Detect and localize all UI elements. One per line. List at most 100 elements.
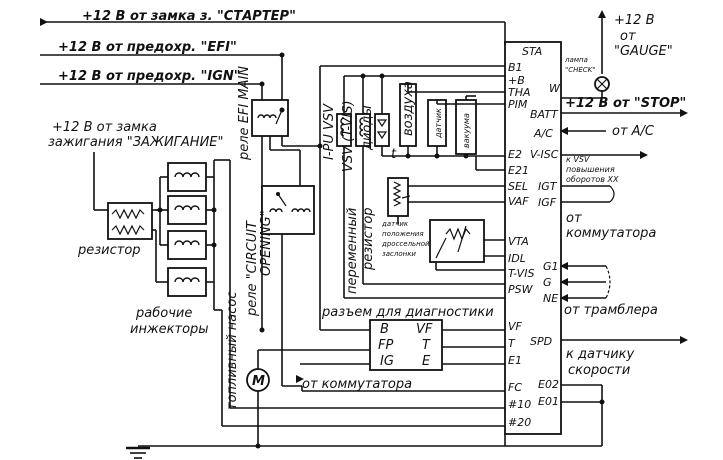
ecu-pin-10: #10 <box>508 398 531 411</box>
supply-ign-label: +12 В от предохр. "IGN" <box>58 69 241 84</box>
supply-lines: +12 В от замка з. "СТАРТЕР" +12 В от пре… <box>40 9 506 100</box>
var-resistor-label-2: резистор <box>361 207 376 271</box>
ecu-pin-ac: A/C <box>533 127 553 140</box>
right-signals: +12 В от "GAUGE" лампа "CHECK" +12 В от … <box>505 10 688 447</box>
injector-returns <box>214 160 505 427</box>
diodes-block <box>374 113 390 147</box>
ecu-pin-igf: IGF <box>538 196 557 209</box>
throttle-sensor: датчик положения дроссельной заслонки <box>381 219 505 271</box>
commutator-1-a: от <box>566 211 582 226</box>
relay-circuit-label-2: OPENING" <box>259 210 274 276</box>
injectors-label-1: рабочие <box>135 306 192 321</box>
temp-sensor-label: датчик <box>434 108 443 139</box>
diag-pin-fp: FP <box>378 338 393 353</box>
ecu-pins-left: STA B1 +B THA PIM E2 E21 SEL VAF VTA IDL… <box>508 45 542 429</box>
ecu-block <box>504 41 562 435</box>
diodes-label: диоды <box>360 105 375 151</box>
diag-pin-ig: IG <box>380 354 394 369</box>
ecu-pins-right: W BATT A/C V-ISC IGT IGF G1 G NE SPD E02… <box>530 82 561 408</box>
vsv-ipu-label: I-PU VSV <box>322 103 337 160</box>
vsv-signal-1: к VSV <box>566 155 590 164</box>
sensor-cluster: воздуха t датчик вакуума <box>382 81 505 171</box>
ecu-pin-e21: E21 <box>508 164 529 177</box>
ignition-label-1: +12 В от замка <box>52 120 157 135</box>
ecu-pin-tvis: T-VIS <box>508 267 534 280</box>
ecu-pin-b1: B1 <box>508 61 523 74</box>
air-sensor-label: воздуха <box>401 81 416 136</box>
ecu-pin-sta: STA <box>522 45 542 58</box>
ecu-pin-idl: IDL <box>508 252 526 265</box>
throttle-label-4: заслонки <box>382 250 416 258</box>
ecu-pin-ne: NE <box>543 292 558 305</box>
ecu-pin-pim: PIM <box>508 98 528 111</box>
ecu-pin-plus-b: +B <box>508 74 525 87</box>
ecu-pin-e2: E2 <box>508 148 522 161</box>
vsv-cluster: I-PU VSV VSV (T-VIS) диоды <box>322 75 505 299</box>
ignition-supply: +12 В от замка зажигания "ЗАЖИГАНИЕ" <box>48 120 224 211</box>
throttle-label-3: дроссельной <box>381 240 430 248</box>
diag-pin-e: E <box>422 354 431 369</box>
relay-circuit-opening: реле "CIRCUIT OPENING" <box>245 185 505 392</box>
ecu-pin-e01: E01 <box>538 395 559 408</box>
ecu-pin-fc: FC <box>508 381 522 394</box>
throttle-label-2: положения <box>382 230 424 238</box>
var-resistor-label-1: переменный <box>345 208 360 294</box>
commutator-1-b: коммутатора <box>566 226 656 241</box>
vsv-signal-2: повышения <box>566 165 615 174</box>
diag-connector: разъем для диагностики B FP IG VF T E <box>300 305 505 371</box>
supply-starter-label: +12 В от замка з. "СТАРТЕР" <box>82 9 296 24</box>
ecu-pin-psw: PSW <box>508 283 534 296</box>
relay-efi-label: реле EFI MAIN <box>237 66 252 161</box>
injector-1 <box>167 162 207 192</box>
distributor-label: от трамблера <box>564 303 658 318</box>
ignition-label-2: зажигания "ЗАЖИГАНИЕ" <box>48 135 224 150</box>
gauge-label-3: "GAUGE" <box>614 44 673 59</box>
fuel-pump-label: топливный насос <box>225 291 240 410</box>
ecu-pin-e02: E02 <box>538 378 559 391</box>
vacuum-sensor-label: вакуума <box>462 113 471 148</box>
ground-symbol <box>126 434 506 459</box>
gauge-label-1: +12 В <box>614 13 655 28</box>
lamp-label-2: "CHECK" <box>565 66 596 74</box>
diag-connector-label: разъем для диагностики <box>321 305 494 320</box>
throttle-label-1: датчик <box>381 220 409 228</box>
resistor-pack: резистор <box>77 202 153 258</box>
injectors: рабочие инжекторы <box>130 159 230 337</box>
injector-2 <box>167 195 207 225</box>
ecu-pin-20: #20 <box>508 416 531 429</box>
ecu-pin-sel: SEL <box>508 180 528 193</box>
ac-label: от A/C <box>612 124 655 139</box>
ecu-pin-t: T <box>508 337 516 350</box>
ecu-pin-g: G <box>543 276 552 289</box>
fuel-pump: M топливный насос <box>225 291 370 446</box>
diag-pin-b: B <box>380 322 389 337</box>
ecu-pin-spd: SPD <box>530 335 552 348</box>
diag-pin-vf: VF <box>416 322 433 337</box>
diag-pin-t: T <box>422 338 431 353</box>
ecu-pin-w: W <box>549 82 561 95</box>
air-sensor-t: t <box>391 147 397 162</box>
ecu-pin-visc: V-ISC <box>530 148 559 161</box>
junction-dots <box>157 52 605 449</box>
ecu-pin-g1: G1 <box>543 260 559 273</box>
injector-3 <box>167 230 207 260</box>
lamp-label-1: лампа <box>564 56 588 64</box>
vsv-signal-3: оборотов ХХ <box>566 175 619 184</box>
relay-circuit-label-1: реле "CIRCUIT <box>245 220 260 317</box>
fuel-pump-symbol: M <box>252 374 265 389</box>
ecu-pin-vf: VF <box>508 320 523 333</box>
commutator-2-label: от коммутатора <box>302 377 412 392</box>
ecu-pin-igt: IGT <box>538 180 558 193</box>
supply-efi-label: +12 В от предохр. "EFI" <box>58 40 237 55</box>
ecu-pin-tha: THA <box>508 86 531 99</box>
speed-label-2: скорости <box>568 363 630 378</box>
speed-label-1: к датчику <box>566 347 634 362</box>
ecu-pin-vta: VTA <box>508 235 529 248</box>
injector-4 <box>167 267 207 297</box>
injectors-label-2: инжекторы <box>130 322 209 337</box>
ecu-pin-e1: E1 <box>508 354 522 367</box>
resistor-label: резистор <box>77 243 141 258</box>
variable-resistor: переменный резистор <box>345 177 505 294</box>
stop-label: +12 В от "STOP" <box>565 96 686 111</box>
